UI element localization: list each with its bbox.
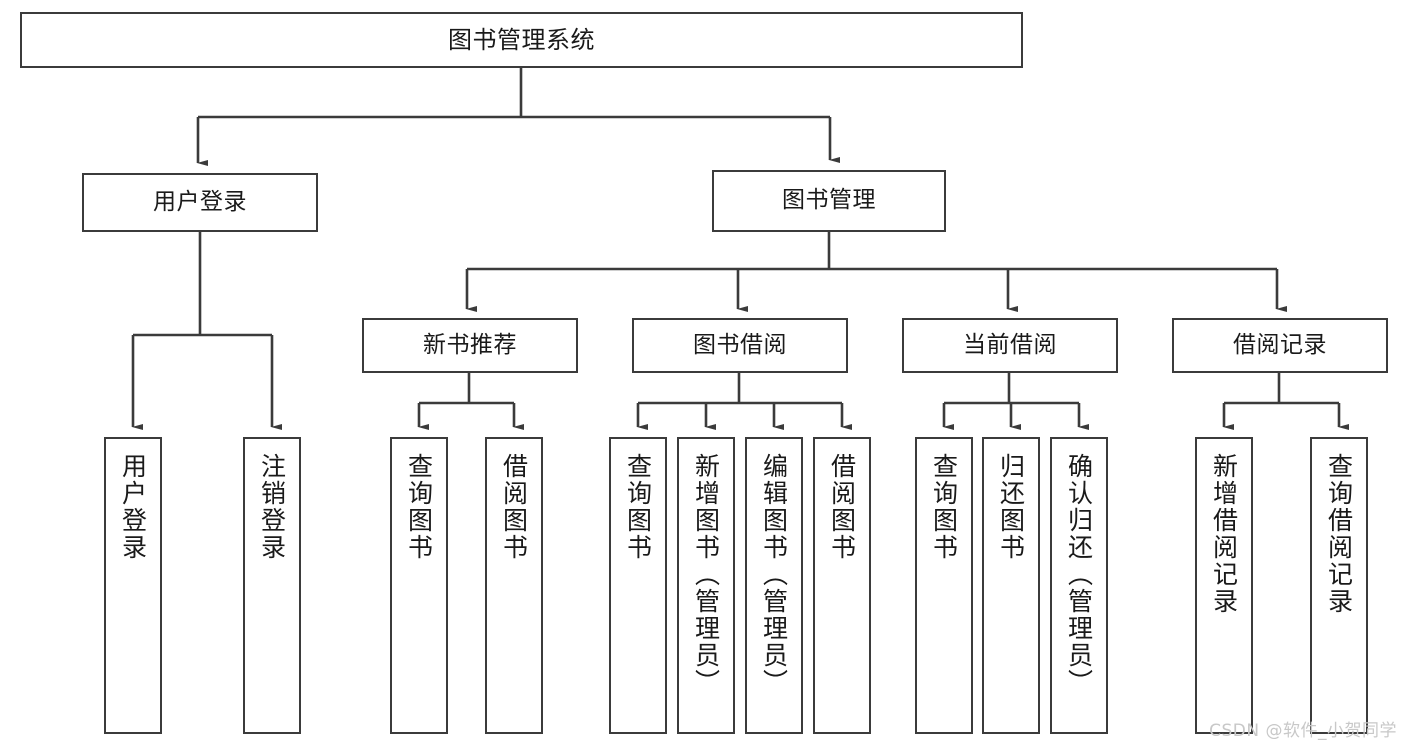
node-borrow-record[interactable]: 借阅记录 <box>1172 318 1388 373</box>
node-leaf-add-record[interactable]: 新增借阅记录 <box>1195 437 1253 734</box>
node-leaf-user-login[interactable]: 用户登录 <box>104 437 162 734</box>
node-label: 新增借阅记录 <box>1209 453 1239 615</box>
node-label: 用户登录 <box>153 188 247 215</box>
node-label: 借阅记录 <box>1233 331 1327 358</box>
node-leaf-return-book[interactable]: 归还图书 <box>982 437 1040 734</box>
node-label: 确认归还（管理员） <box>1064 453 1094 696</box>
node-label: 查询图书 <box>623 453 653 561</box>
node-leaf-query-book-3[interactable]: 查询图书 <box>915 437 973 734</box>
node-user-login[interactable]: 用户登录 <box>82 173 318 232</box>
node-book-borrow[interactable]: 图书借阅 <box>632 318 848 373</box>
node-label: 查询图书 <box>404 453 434 561</box>
node-root-book-management-system[interactable]: 图书管理系统 <box>20 12 1023 68</box>
node-new-book-recommend[interactable]: 新书推荐 <box>362 318 578 373</box>
node-label: 查询借阅记录 <box>1324 453 1354 615</box>
node-leaf-borrow-book-2[interactable]: 借阅图书 <box>813 437 871 734</box>
node-label: 查询图书 <box>929 453 959 561</box>
node-label: 图书管理 <box>782 187 876 214</box>
node-leaf-confirm-return[interactable]: 确认归还（管理员） <box>1050 437 1108 734</box>
csdn-watermark: CSDN @软件_小贺同学 <box>1209 721 1397 741</box>
node-label: 图书管理系统 <box>448 25 595 54</box>
node-leaf-borrow-book-1[interactable]: 借阅图书 <box>485 437 543 734</box>
node-leaf-query-book-2[interactable]: 查询图书 <box>609 437 667 734</box>
node-label: 借阅图书 <box>499 453 529 561</box>
node-label: 用户登录 <box>118 453 148 561</box>
node-label: 当前借阅 <box>963 331 1057 358</box>
node-label: 图书借阅 <box>693 331 787 358</box>
node-leaf-query-book-1[interactable]: 查询图书 <box>390 437 448 734</box>
node-label: 新书推荐 <box>423 331 517 358</box>
node-leaf-query-record[interactable]: 查询借阅记录 <box>1310 437 1368 734</box>
node-label: 注销登录 <box>257 453 287 561</box>
node-leaf-edit-book[interactable]: 编辑图书（管理员） <box>745 437 803 734</box>
node-book-management[interactable]: 图书管理 <box>712 170 946 232</box>
node-leaf-logout-login[interactable]: 注销登录 <box>243 437 301 734</box>
node-label: 借阅图书 <box>827 453 857 561</box>
node-label: 编辑图书（管理员） <box>759 453 789 696</box>
node-label: 归还图书 <box>996 453 1026 561</box>
node-leaf-add-book[interactable]: 新增图书（管理员） <box>677 437 735 734</box>
node-label: 新增图书（管理员） <box>691 453 721 696</box>
node-current-borrow[interactable]: 当前借阅 <box>902 318 1118 373</box>
